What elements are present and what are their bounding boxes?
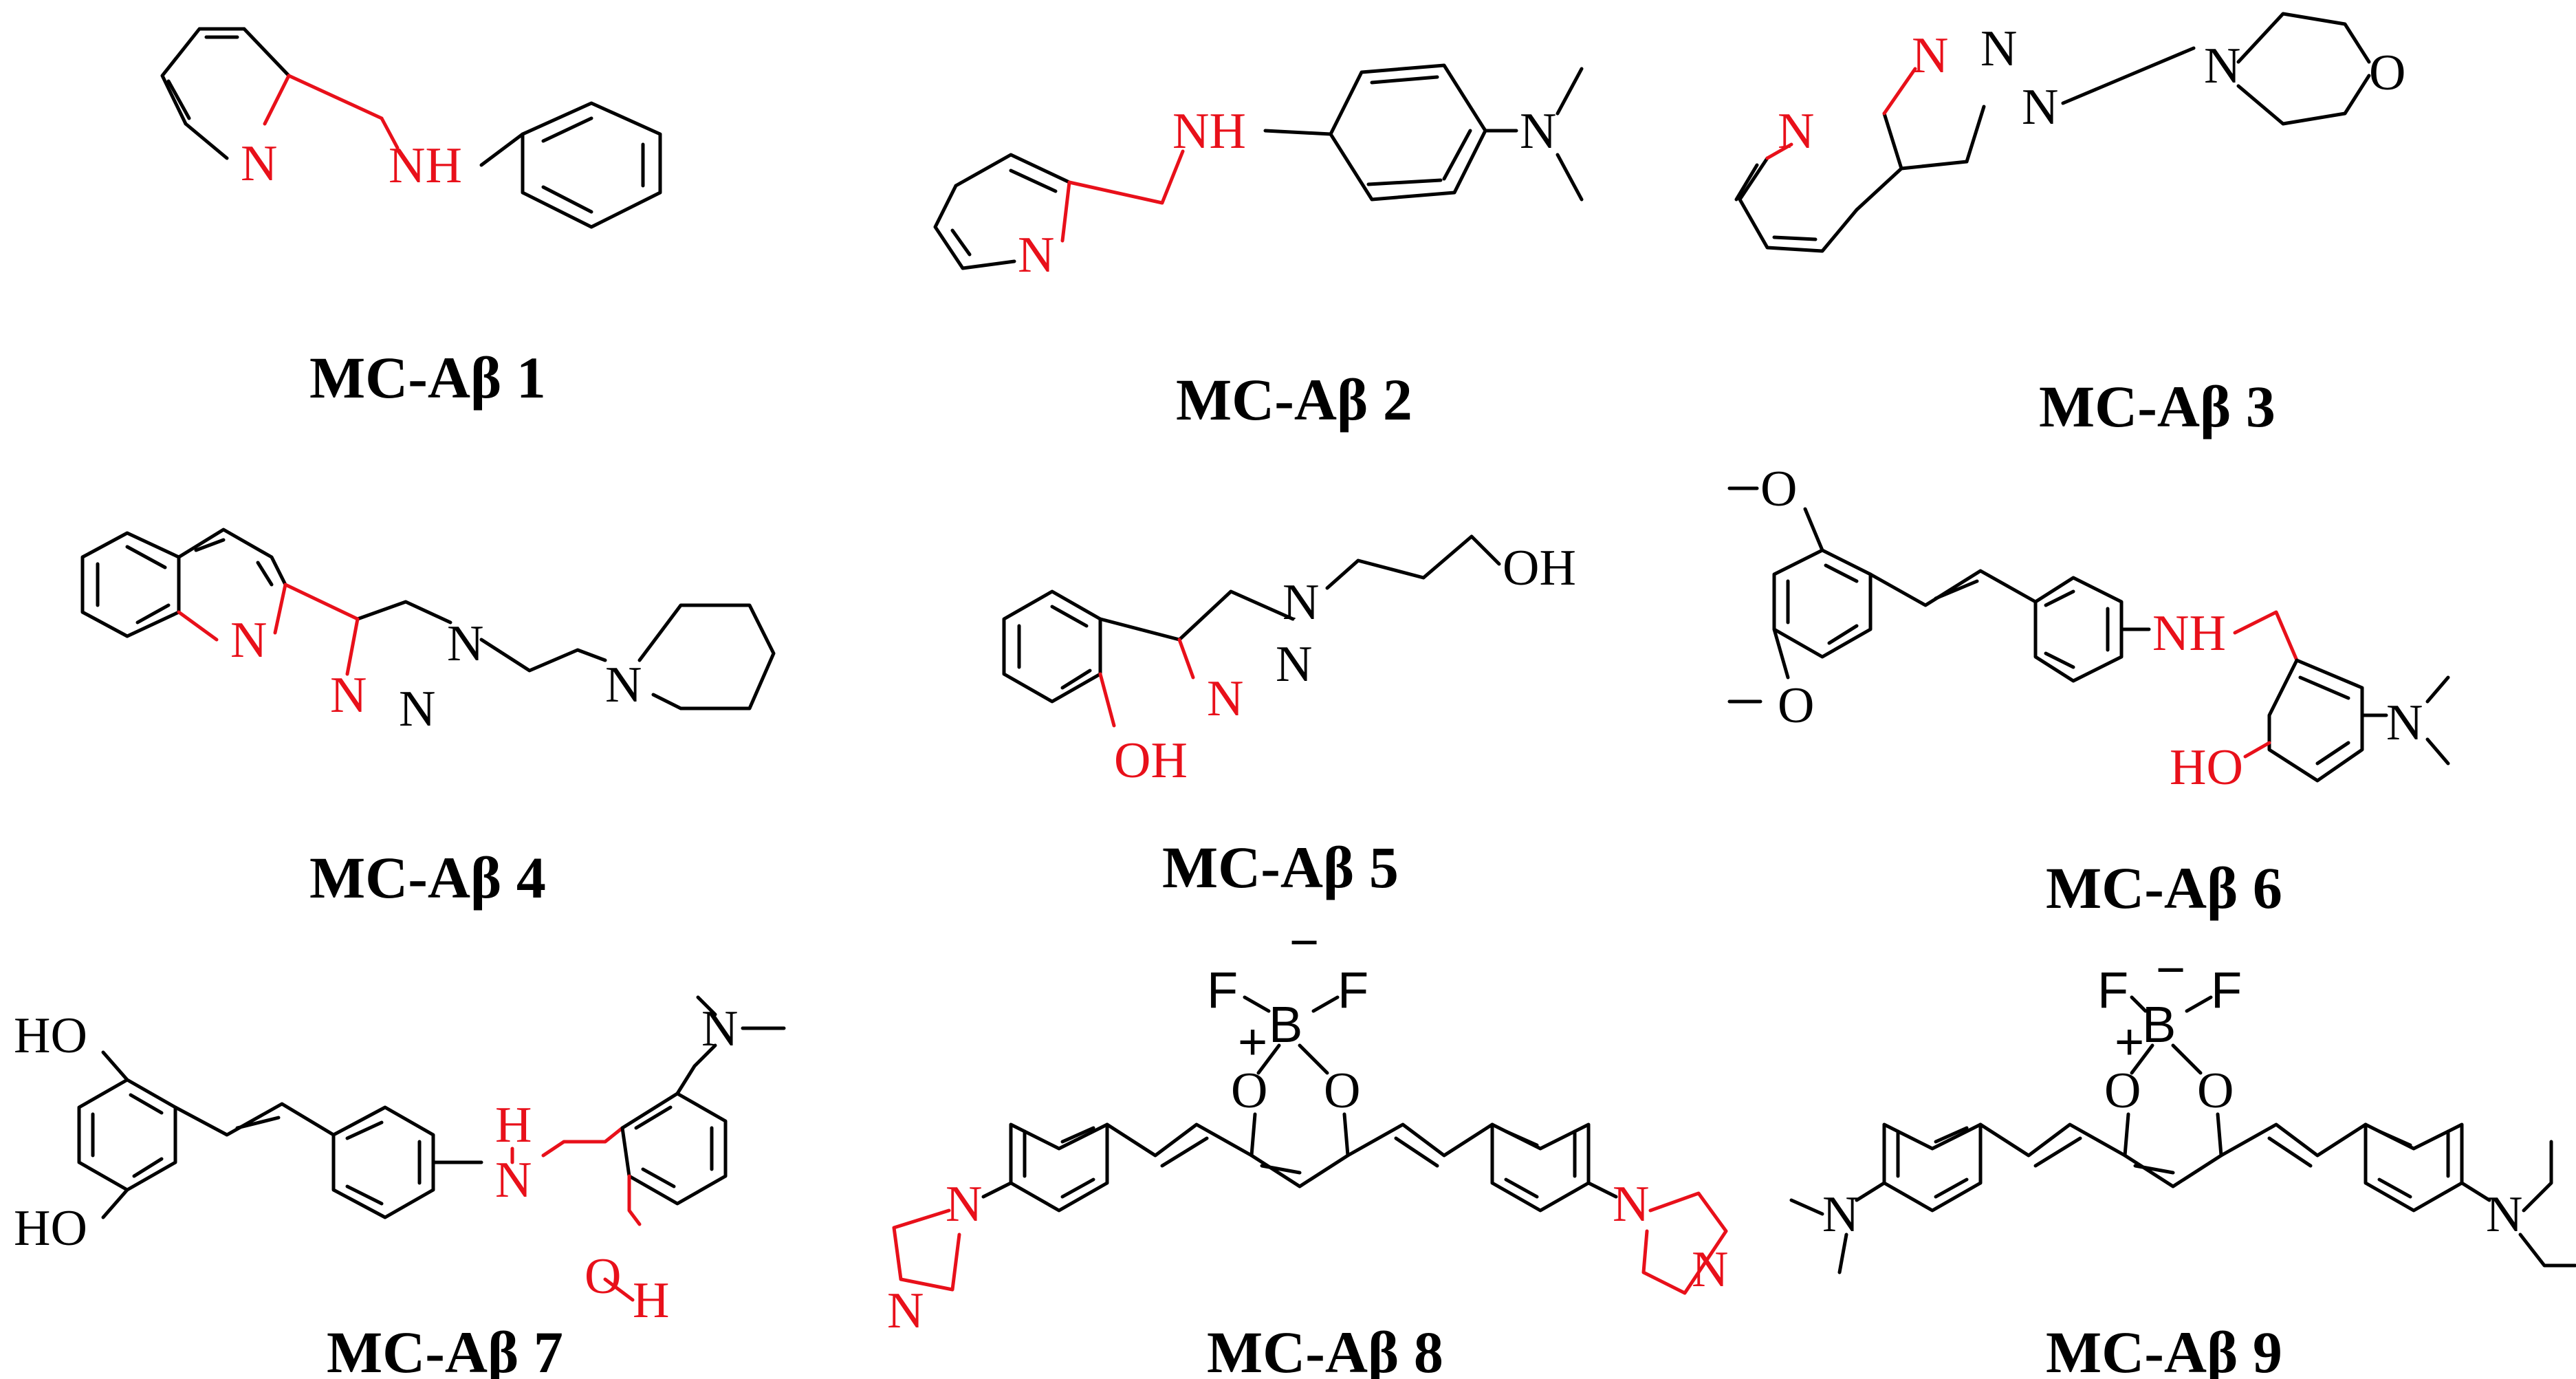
atom-h: H [495,1097,532,1153]
atom-n: N [330,667,367,724]
atom-n: N [1692,1241,1728,1298]
structure-mc-ab-2: N NH N MC-Aβ 2 [933,63,1584,433]
compound-label-1: MC-Aβ 1 [309,345,546,411]
atom-n: N [1778,103,1814,160]
atom-n: N [2022,79,2058,135]
compound-label-3: MC-Aβ 3 [2039,373,2275,439]
atom-o: O [1231,1063,1267,1119]
atom-n: N [1912,28,1948,84]
compound-label-8: MC-Aβ 8 [1207,1319,1443,1379]
atom-n: N [1980,21,2017,77]
atom-n: N [887,1283,924,1339]
atom-oh: OH [1503,540,1576,596]
atom-f: F [1207,962,1238,1019]
atom-n: N [1822,1186,1859,1243]
atom-n: N [605,657,642,713]
atom-o: O [1760,461,1797,517]
atom-f: F [1338,962,1368,1019]
atom-o: O [585,1248,621,1305]
atom-n: N [2386,695,2423,751]
atom-n: N [1613,1176,1649,1233]
atom-n: N [2204,38,2240,94]
structure-mc-ab-9: F F − B + O O N N MC-Aβ 9 [1789,941,2576,1379]
atom-n: N [1207,671,1243,727]
atom-nh: NH [389,138,462,194]
atom-n: N [399,681,435,737]
atom-b: B [1269,996,1302,1053]
compound-label-7: MC-Aβ 7 [327,1319,563,1379]
atom-oh: HO [14,1008,87,1064]
atom-o: O [2369,45,2405,101]
compound-label-6: MC-Aβ 6 [2046,855,2282,921]
atom-n: N [2486,1186,2522,1243]
atom-f: F [2097,962,2128,1019]
compound-label-9: MC-Aβ 9 [2046,1319,2282,1379]
atom-oh: HO [14,1200,87,1257]
atom-n: N [447,616,483,672]
atom-n: N [1520,103,1556,160]
structure-mc-ab-1: N NH MC-Aβ 1 [160,27,662,411]
atom-f: F [2211,962,2242,1019]
compound-label-2: MC-Aβ 2 [1176,367,1412,433]
atom-n: N [241,135,277,192]
atom-o: O [2104,1063,2141,1119]
compound-label-4: MC-Aβ 4 [309,845,546,911]
atom-n: N [1282,574,1319,631]
atom-n: N [946,1176,982,1233]
atom-b: B [2142,996,2176,1053]
atom-n: N [495,1152,532,1208]
atom-nh: NH [2152,605,2226,662]
compound-label-5: MC-Aβ 5 [1162,834,1399,900]
atom-n: N [1018,227,1054,283]
structure-mc-ab-4: N N N N N MC-Aβ 4 [80,528,776,911]
atom-nh: NH [1172,103,1246,160]
atom-plus: + [1238,1013,1267,1070]
atom-oh: HO [2170,739,2243,796]
atom-n: N [701,1001,738,1057]
atom-n: N [230,612,267,669]
atom-oh: OH [1114,732,1188,789]
atom-o: O [1324,1063,1360,1119]
structure-mc-ab-7: HO HO H N N O H MC-Aβ 7 [14,995,786,1379]
structure-mc-ab-8: F F − B + O O N N N N MC-Aβ 8 [887,913,1728,1379]
atom-o: O [1778,677,1814,734]
atom-n: N [1276,636,1312,693]
structure-mc-ab-6: O O NH HO N MC-Aβ 6 [1727,461,2450,921]
atom-minus: − [2156,941,2185,998]
structure-mc-ab-3: N N N N N O MC-Aβ 3 [1734,12,2405,439]
atom-o: O [2197,1063,2234,1119]
structure-mc-ab-5: OH N N N OH MC-Aβ 5 [1002,534,1576,900]
atom-h: H [633,1272,669,1329]
atom-minus: − [1289,913,1319,970]
